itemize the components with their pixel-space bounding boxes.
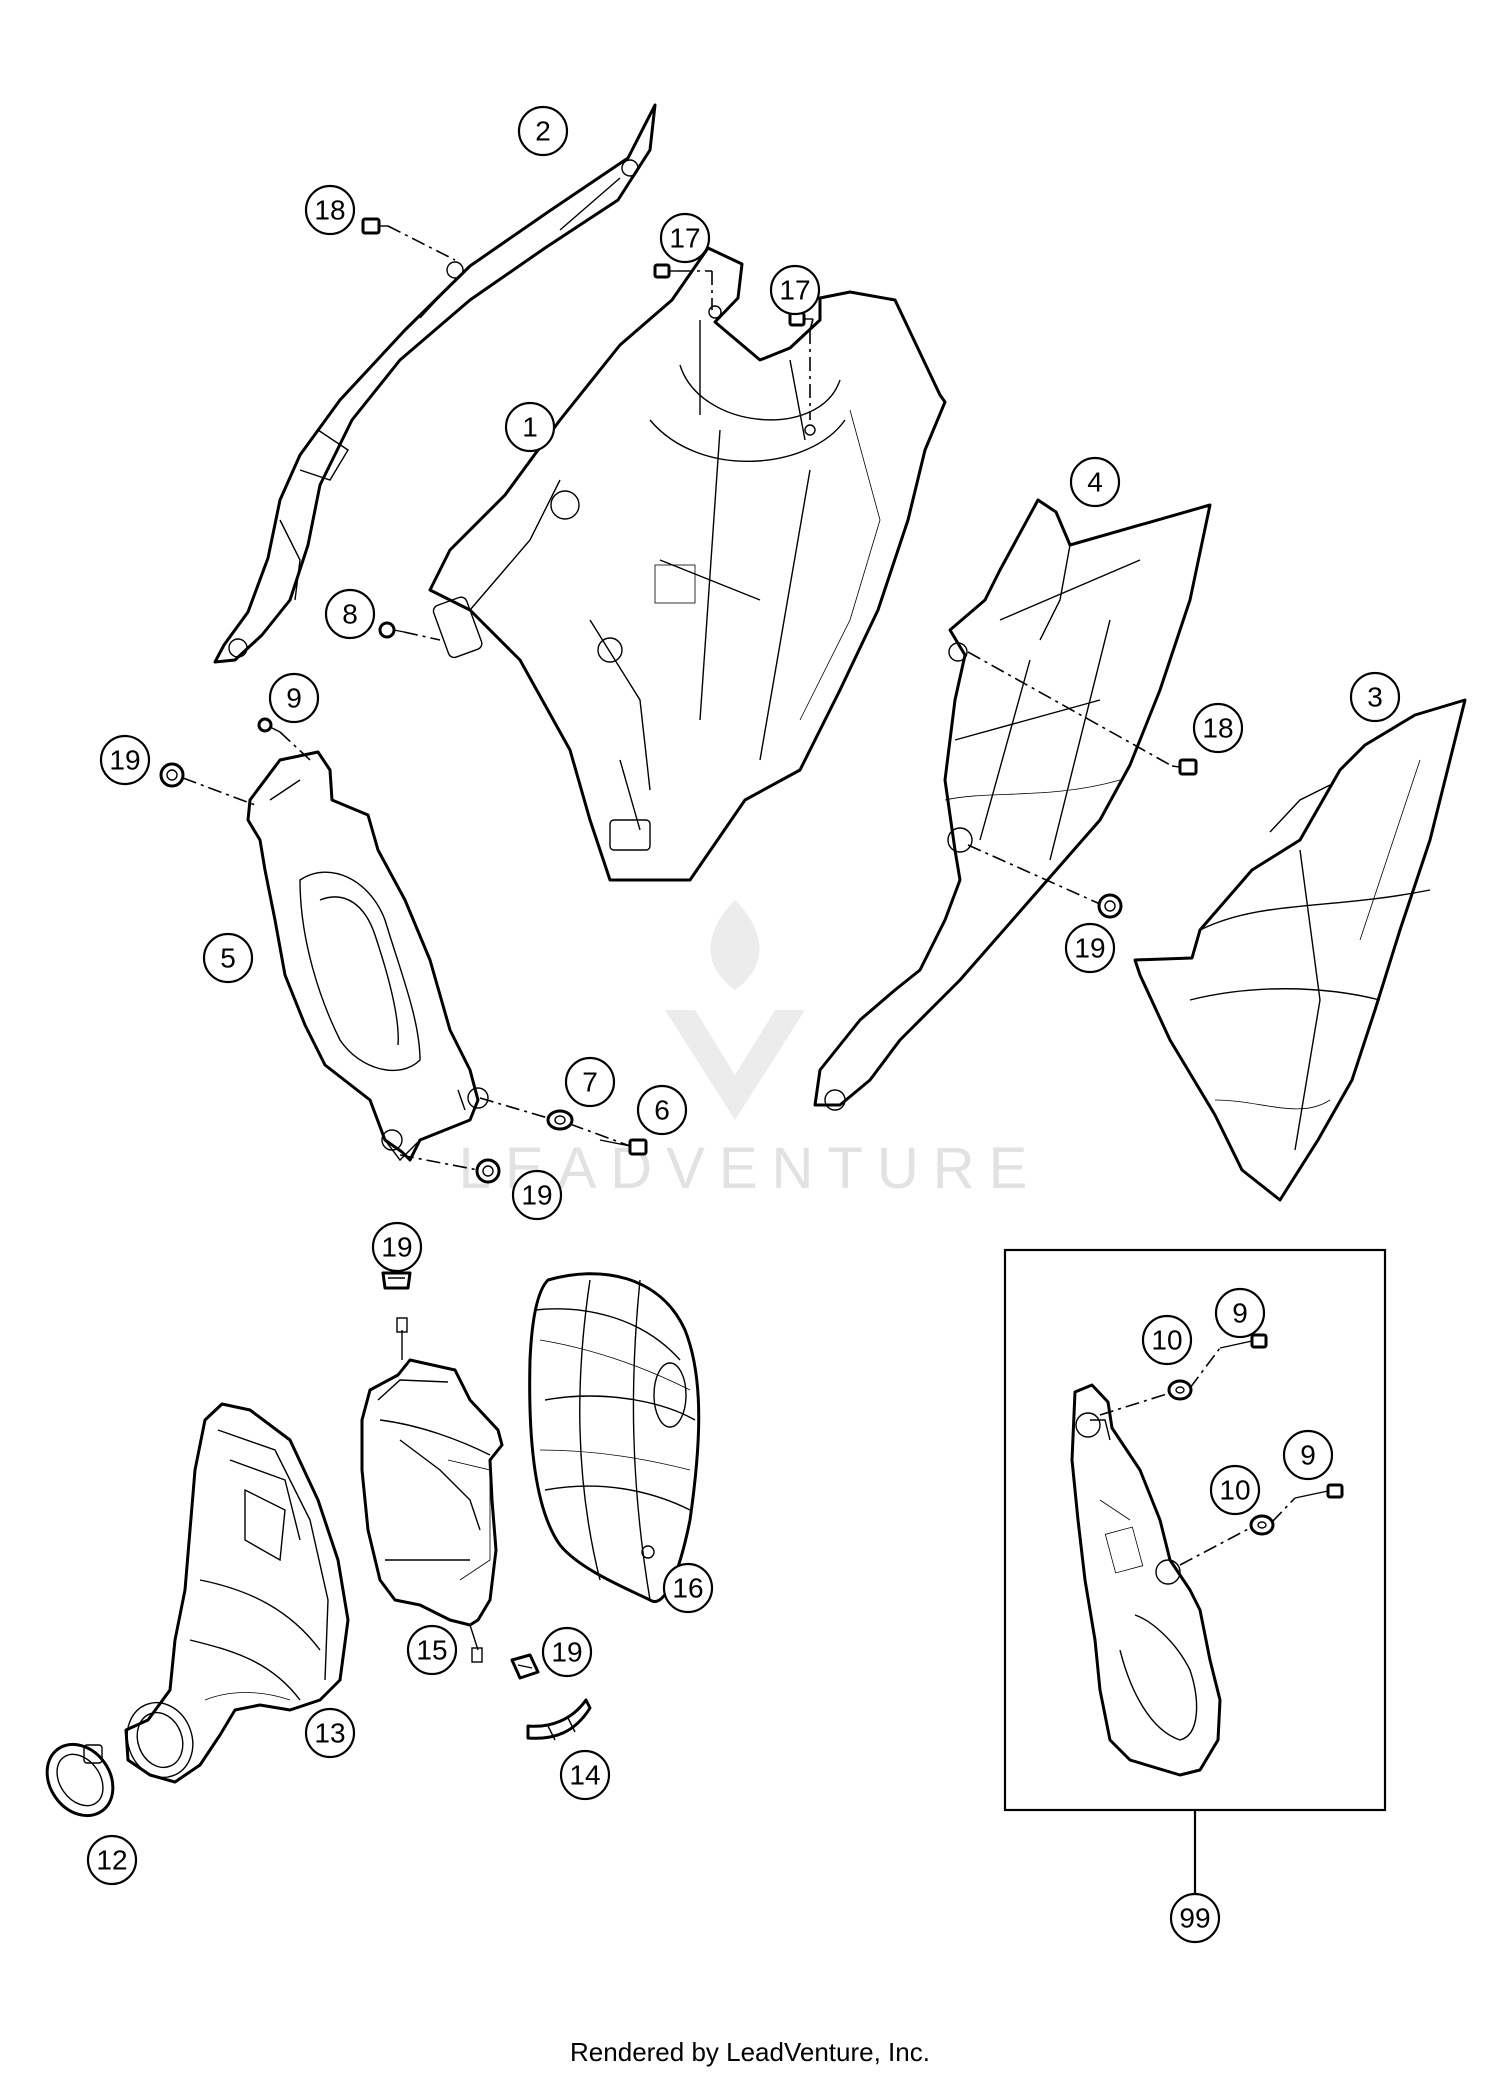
- callout-18-right-label: 18: [1202, 713, 1233, 744]
- callout-9-upper-left[interactable]: 9: [268, 672, 320, 724]
- kit-washer-upper[interactable]: [1167, 1379, 1193, 1401]
- callout-9-kit-lower-label: 9: [1300, 1440, 1316, 1471]
- callout-7-label: 7: [582, 1067, 598, 1098]
- callout-17-left-label: 17: [669, 223, 700, 254]
- callout-1[interactable]: 1: [504, 401, 556, 453]
- kit-bolt-lower[interactable]: [1294, 1483, 1344, 1499]
- part-3-side-panel[interactable]: [1133, 698, 1467, 1202]
- grommet-19-lower[interactable]: [475, 1158, 501, 1184]
- part-5-filter-holder[interactable]: [246, 750, 489, 1162]
- callout-8-label: 8: [342, 599, 358, 630]
- callout-1-label: 1: [522, 412, 538, 443]
- callout-18-top[interactable]: 18: [304, 184, 356, 236]
- callout-12-label: 12: [96, 1845, 127, 1876]
- fastener-9[interactable]: [257, 717, 281, 733]
- kit-99-bracket[interactable]: [1070, 1383, 1222, 1777]
- callout-2-label: 2: [535, 116, 551, 147]
- part-4-side-cover-bracket[interactable]: [813, 498, 1212, 1111]
- grommet-19-top-cage[interactable]: [381, 1271, 412, 1290]
- callout-10-kit-lower-label: 10: [1219, 1475, 1250, 1506]
- kit-99-box: [1003, 1248, 1387, 1895]
- callout-18-top-label: 18: [314, 195, 345, 226]
- callout-13-label: 13: [314, 1718, 345, 1749]
- callout-9-kit-upper-label: 9: [1232, 1298, 1248, 1329]
- fastener-17-left[interactable]: [653, 263, 678, 279]
- washer-7[interactable]: [546, 1109, 574, 1131]
- callout-16[interactable]: 16: [662, 1562, 714, 1614]
- callout-4[interactable]: 4: [1069, 456, 1121, 508]
- callout-8[interactable]: 8: [324, 588, 376, 640]
- callout-5-label: 5: [220, 943, 236, 974]
- part-2-shroud-trim[interactable]: [213, 103, 657, 664]
- callout-19-cage-bottom-label: 19: [551, 1637, 582, 1668]
- callout-9-kit-lower[interactable]: 9: [1282, 1429, 1334, 1481]
- grommet-19-right[interactable]: [1097, 893, 1123, 919]
- callout-15-label: 15: [416, 1635, 447, 1666]
- grommet-19-upper-left[interactable]: [159, 762, 185, 788]
- callout-18-right[interactable]: 18: [1192, 702, 1244, 754]
- part-16-air-filter[interactable]: [528, 1272, 701, 1603]
- part-15-filter-cage[interactable]: [360, 1317, 504, 1663]
- kit-washer-lower[interactable]: [1249, 1514, 1275, 1536]
- callout-19-cage-top[interactable]: 19: [371, 1221, 423, 1273]
- callout-19-upper-left[interactable]: 19: [99, 734, 151, 786]
- callout-10-kit-lower[interactable]: 10: [1209, 1464, 1261, 1516]
- footer-credit: Rendered by LeadVenture, Inc.: [570, 2037, 930, 2067]
- callout-19-cage-bottom[interactable]: 19: [541, 1626, 593, 1678]
- callout-99-label: 99: [1179, 1903, 1210, 1934]
- callout-99[interactable]: 99: [1169, 1892, 1221, 1944]
- callout-19-right[interactable]: 19: [1064, 922, 1116, 974]
- callout-6[interactable]: 6: [636, 1084, 688, 1136]
- leader-lines: [182, 225, 1173, 1171]
- callout-14[interactable]: 14: [559, 1749, 611, 1801]
- callout-10-kit-upper-label: 10: [1151, 1325, 1182, 1356]
- callout-17-right-label: 17: [779, 275, 810, 306]
- part-1-airbox-housing[interactable]: [428, 246, 947, 882]
- callout-10-kit-upper[interactable]: 10: [1141, 1314, 1193, 1366]
- watermark-logo: [665, 900, 805, 1120]
- callout-19-cage-top-label: 19: [381, 1232, 412, 1263]
- callout-5[interactable]: 5: [202, 932, 254, 984]
- fastener-8[interactable]: [378, 621, 405, 639]
- callout-7[interactable]: 7: [564, 1056, 616, 1108]
- callout-3[interactable]: 3: [1349, 671, 1401, 723]
- part-13-intake-boot[interactable]: [117, 1402, 350, 1787]
- callout-12[interactable]: 12: [86, 1834, 138, 1886]
- callout-3-label: 3: [1367, 682, 1383, 713]
- grommet-19-bottom-cage[interactable]: [510, 1653, 540, 1680]
- callout-14-label: 14: [569, 1760, 600, 1791]
- callout-9-upper-left-label: 9: [286, 683, 302, 714]
- callout-19-lower-label: 19: [521, 1180, 552, 1211]
- callout-19-lower[interactable]: 19: [511, 1169, 563, 1221]
- callout-9-kit-upper[interactable]: 9: [1214, 1287, 1266, 1339]
- callout-2[interactable]: 2: [517, 105, 569, 157]
- kit-leader-lines: [1099, 1347, 1296, 1566]
- callout-4-label: 4: [1087, 467, 1103, 498]
- part-12-hose-clamp[interactable]: [34, 1732, 127, 1829]
- kit-bolt-upper[interactable]: [1219, 1333, 1268, 1349]
- callout-19-right-label: 19: [1074, 933, 1105, 964]
- callout-17-right[interactable]: 17: [769, 264, 821, 316]
- bolt-6[interactable]: [599, 1138, 648, 1156]
- fastener-18-right[interactable]: [1171, 758, 1198, 776]
- callout-17-left[interactable]: 17: [659, 212, 711, 264]
- callout-6-label: 6: [654, 1095, 670, 1126]
- callout-16-label: 16: [672, 1573, 703, 1604]
- part-14-clip[interactable]: [526, 1698, 592, 1741]
- fastener-18-top[interactable]: [361, 217, 388, 235]
- callout-19-upper-left-label: 19: [109, 745, 140, 776]
- callout-15[interactable]: 15: [406, 1624, 458, 1676]
- callout-13[interactable]: 13: [304, 1707, 356, 1759]
